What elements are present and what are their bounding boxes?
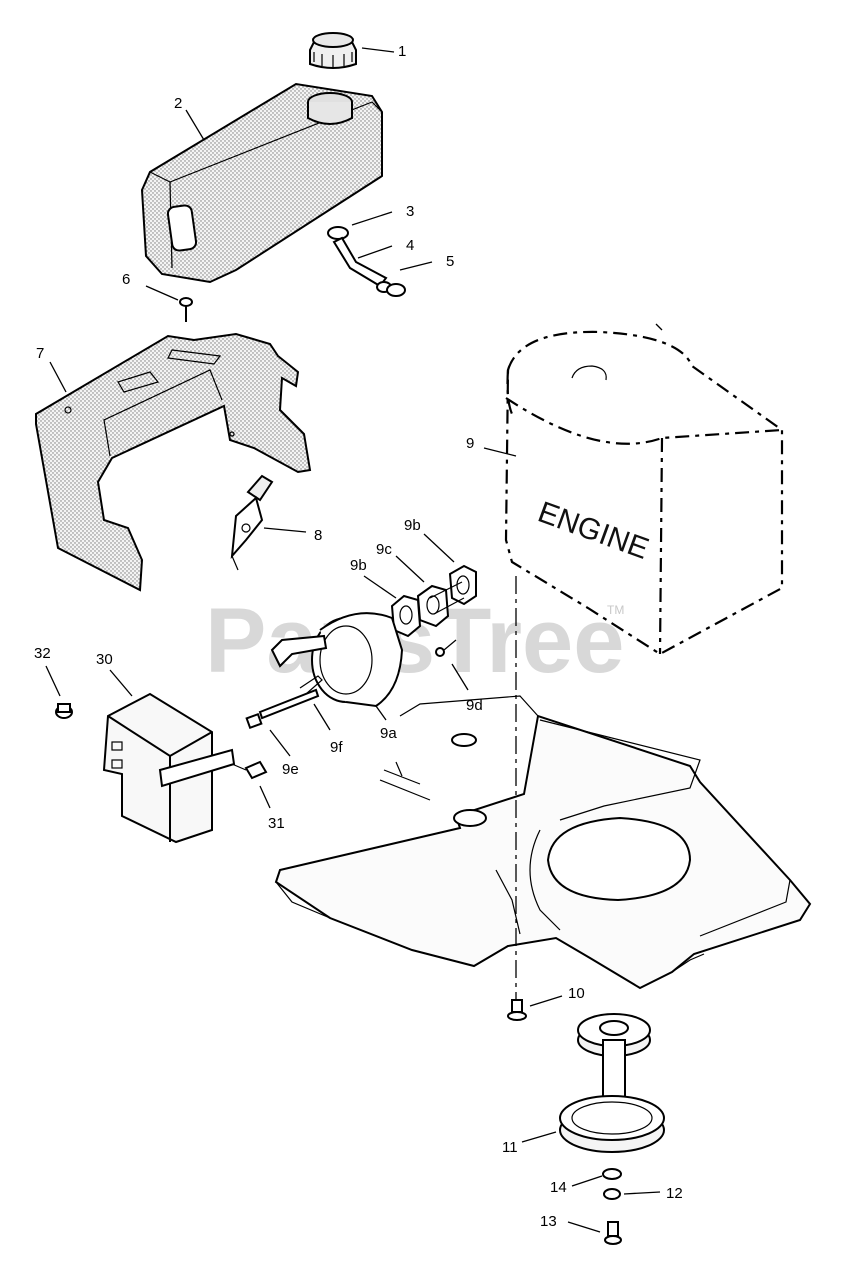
fuel-hose-assembly (327, 226, 406, 297)
washer-14 (602, 1168, 622, 1180)
pulley (559, 1013, 665, 1153)
throttle-control (230, 474, 274, 571)
screw-6 (179, 297, 193, 322)
callout-9a: 9a (380, 725, 397, 742)
callout-32: 32 (34, 645, 51, 662)
exhaust-gaskets (390, 564, 477, 657)
callout-7: 7 (36, 345, 44, 362)
fuel-cap (309, 32, 357, 69)
screw-32 (55, 703, 73, 719)
callout-9f: 9f (330, 739, 343, 756)
callout-4: 4 (406, 237, 414, 254)
callout-10: 10 (568, 985, 585, 1002)
callout-12: 12 (666, 1185, 683, 1202)
callout-9b-left: 9b (350, 557, 367, 574)
callout-8: 8 (314, 527, 322, 544)
callout-9d: 9d (466, 697, 483, 714)
console-panel (35, 332, 312, 592)
callout-9c: 9c (376, 541, 392, 558)
callout-11: 11 (502, 1139, 518, 1156)
callout-9: 9 (466, 435, 474, 452)
bolt-10 (507, 999, 527, 1021)
muffler (270, 612, 404, 708)
engine-label: ENGINE (534, 496, 653, 566)
callout-13: 13 (540, 1213, 557, 1230)
watermark-tm: TM (607, 603, 624, 617)
heat-shield (102, 692, 236, 844)
callout-31: 31 (268, 815, 285, 832)
callout-6: 6 (122, 271, 130, 288)
mower-frame (274, 695, 812, 990)
callout-30: 30 (96, 651, 113, 668)
callout-9b-right: 9b (404, 517, 421, 534)
bolt-9e (245, 688, 320, 730)
callout-3: 3 (406, 203, 414, 220)
callout-9e: 9e (282, 761, 299, 778)
nut-12 (603, 1188, 621, 1200)
callout-1: 1 (398, 43, 406, 60)
callout-14: 14 (550, 1179, 567, 1196)
callout-2: 2 (174, 95, 182, 112)
screw-31 (231, 760, 268, 780)
fuel-tank (140, 82, 383, 284)
bolt-13 (604, 1221, 622, 1245)
callouts: 1 2 3 4 5 6 7 8 9 9b 9c 9b 9d 9a 9f 9e 3… (34, 43, 683, 1230)
callout-5: 5 (446, 253, 454, 270)
leader-lines (45, 47, 661, 1233)
